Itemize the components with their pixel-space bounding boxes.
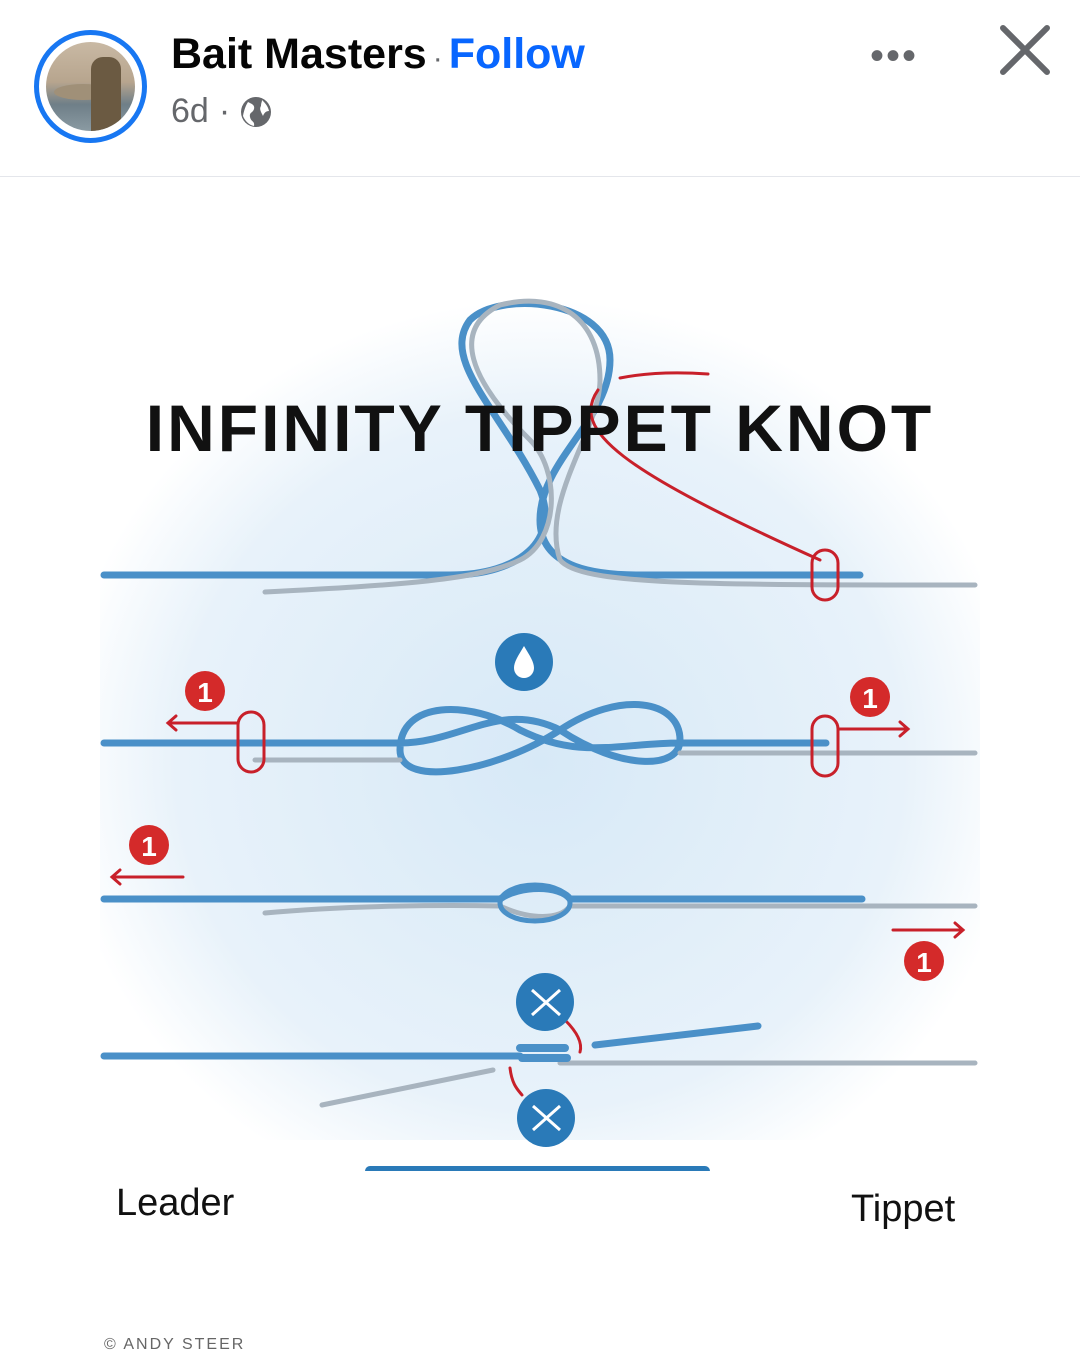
post-meta: 6d · <box>171 92 272 131</box>
more-options-button[interactable]: ••• <box>870 34 919 78</box>
globe-icon <box>241 96 272 127</box>
avatar[interactable] <box>34 30 147 143</box>
page-name[interactable]: Bait Masters <box>171 30 427 78</box>
svg-text:1: 1 <box>141 831 157 862</box>
scissors-icon <box>516 973 575 1147</box>
step-badges: 1 1 1 1 <box>129 671 944 981</box>
avatar-photo <box>46 42 135 131</box>
infographic-title: INFINITY TIPPET KNOT <box>145 391 935 465</box>
svg-text:1: 1 <box>862 683 878 714</box>
post-image[interactable]: 1 1 1 1 INFINITY TIPPET KNOT Leader Tipp… <box>0 178 1080 1353</box>
svg-text:1: 1 <box>197 677 213 708</box>
image-credit: © ANDY STEER <box>104 1336 246 1353</box>
leader-label: Leader <box>116 1182 235 1224</box>
close-icon[interactable] <box>995 20 1055 80</box>
post-time[interactable]: 6d <box>171 92 209 130</box>
knot-illustration: 1 1 1 1 <box>100 298 980 1176</box>
page-name-line: Bait Masters·Follow <box>171 30 585 78</box>
post-header: Bait Masters·Follow 6d · ••• <box>0 0 1080 177</box>
tippet-label: Tippet <box>851 1188 956 1230</box>
follow-button[interactable]: Follow <box>448 30 585 78</box>
svg-text:1: 1 <box>916 947 932 978</box>
